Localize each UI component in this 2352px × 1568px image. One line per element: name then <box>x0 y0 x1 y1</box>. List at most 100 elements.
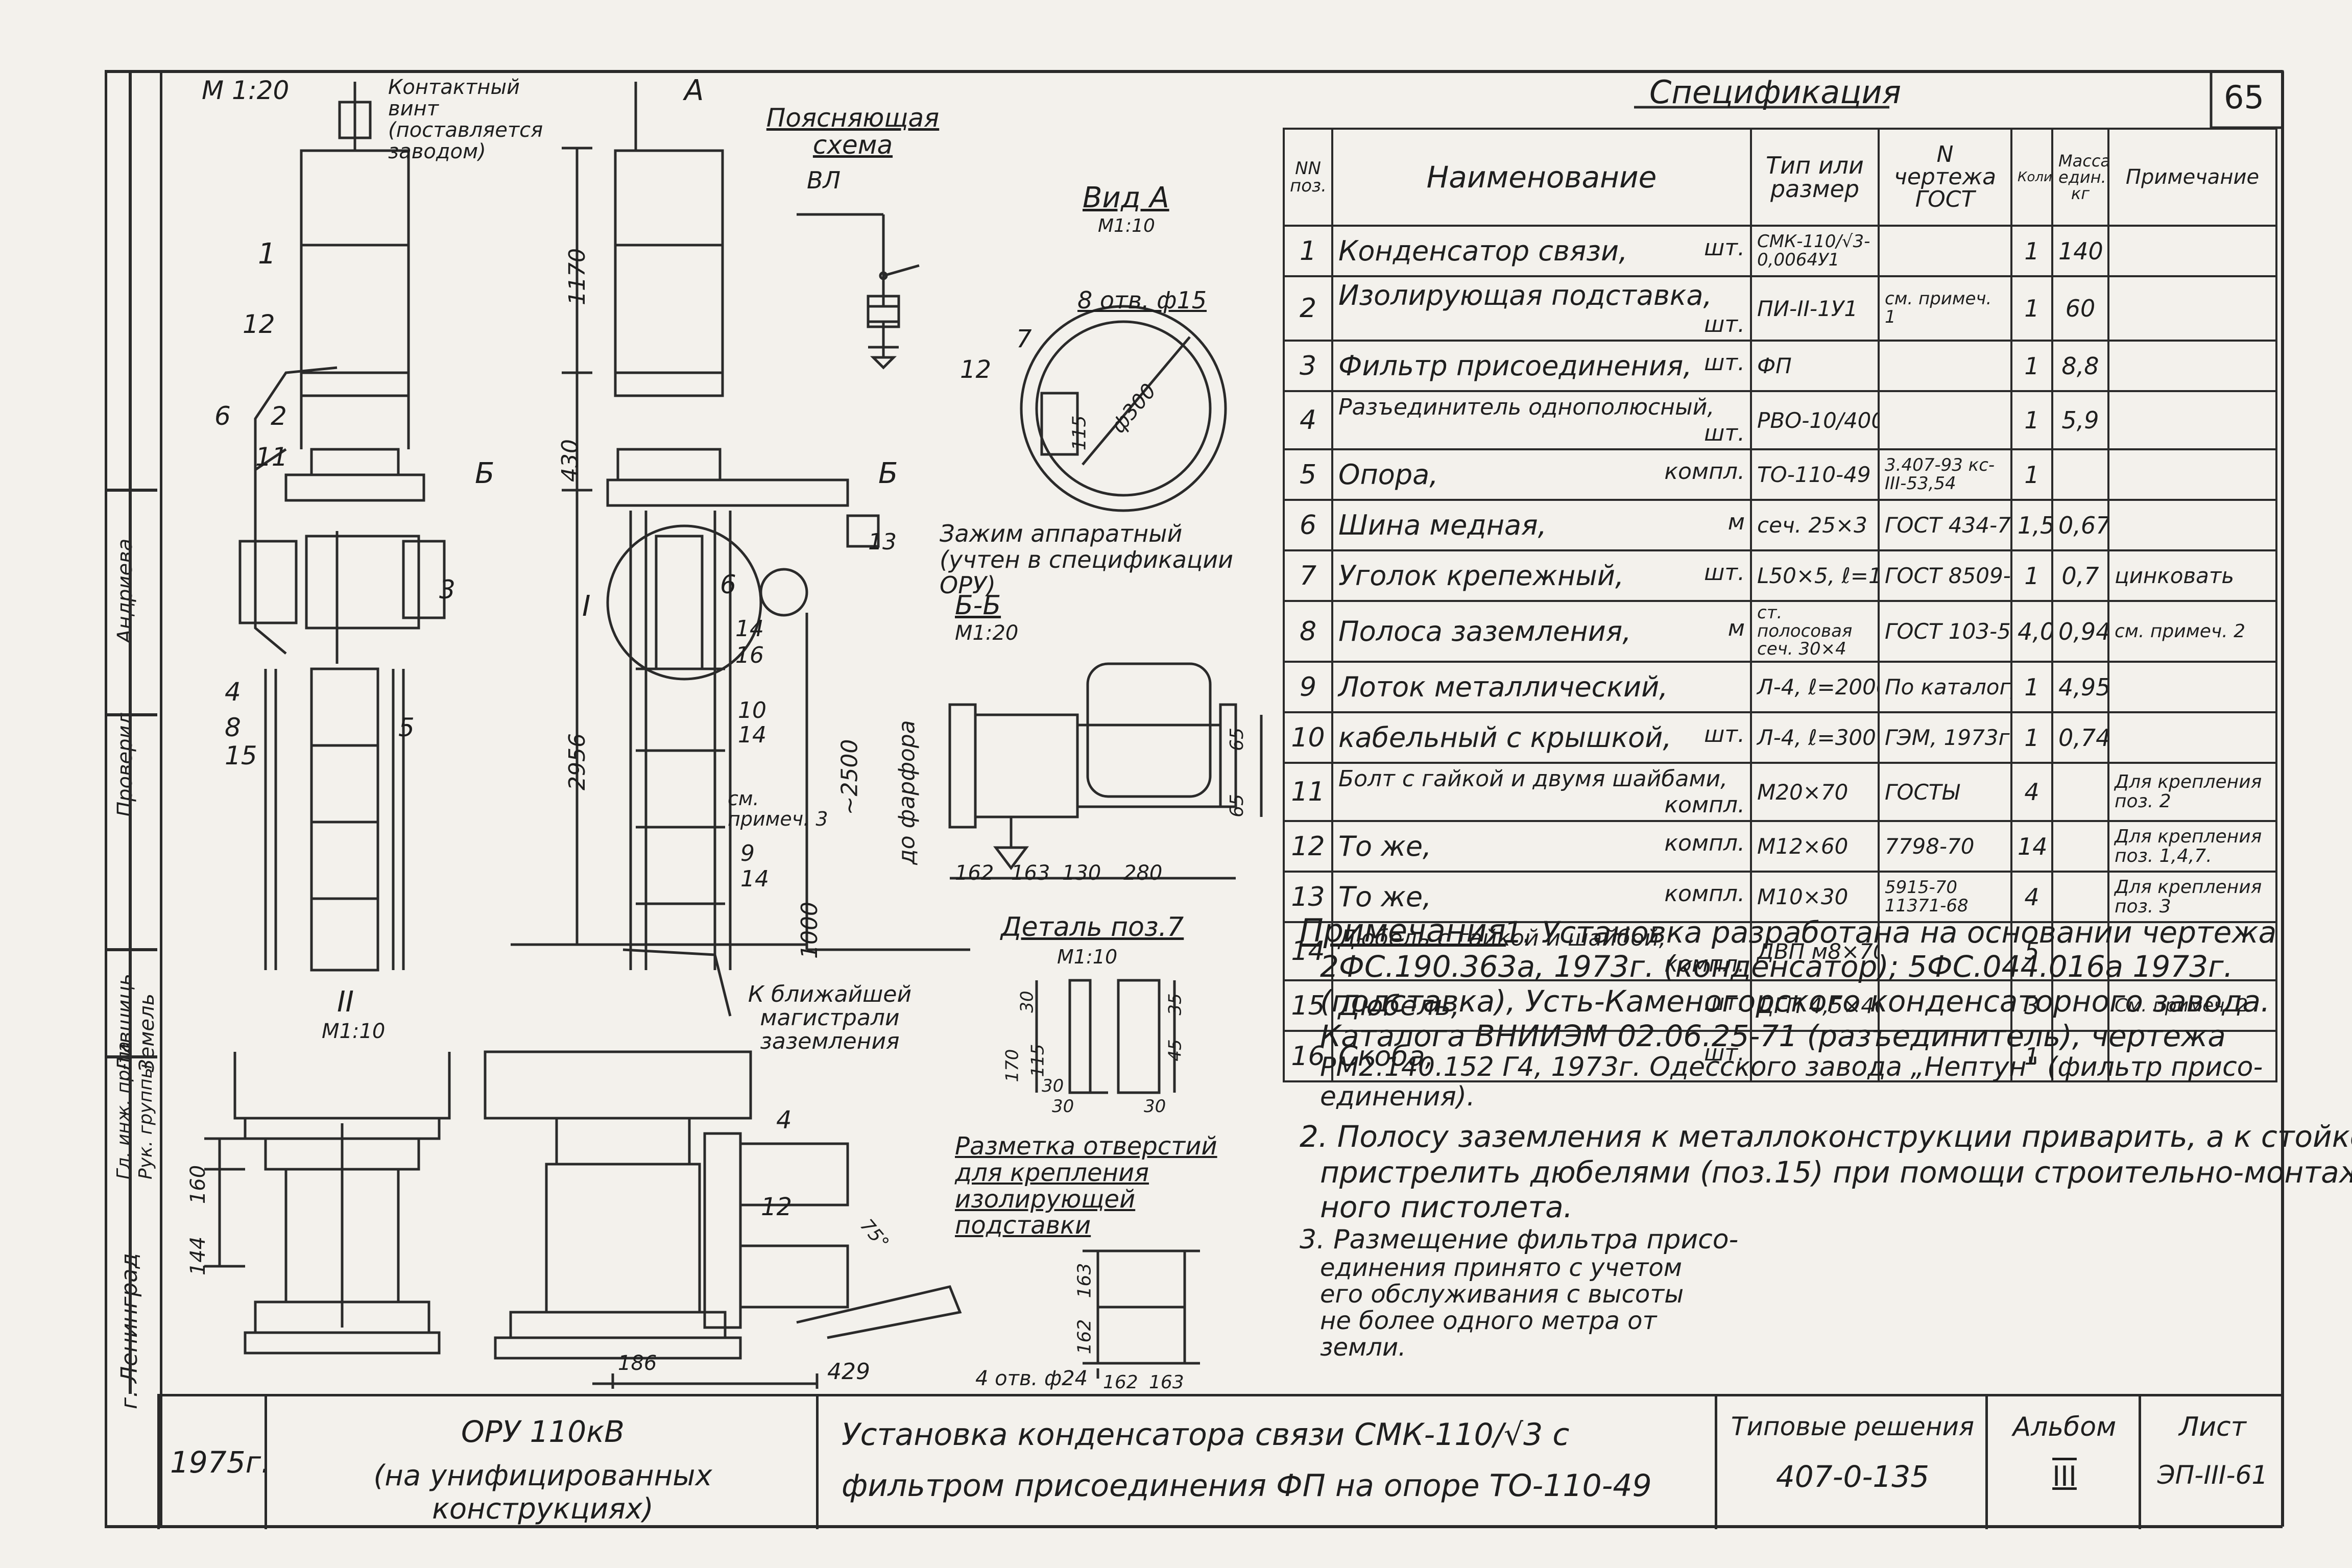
header-drawing: N чертежа ГОСТ <box>1878 128 2012 227</box>
note-line-3: (подставка), Усть-Каменогорского конденс… <box>1320 984 2270 1019</box>
spec-name: То же, <box>1338 881 1432 913</box>
spec-type: ДГП 4,5×40 <box>1750 979 1880 1032</box>
detail7-scale: М1:10 <box>1057 946 1118 968</box>
section-bb-title: Б-Б <box>955 590 1001 621</box>
sheet-number: 65 <box>2224 79 2264 116</box>
header-name: Наименование <box>1331 128 1752 227</box>
side-view-2 <box>511 82 970 1017</box>
spec-type: СМК-110/√3-0,0064У1 <box>1750 225 1880 277</box>
spec-mass: 140 <box>2051 225 2109 277</box>
detail7-dim-7: 45 <box>1165 1039 1186 1062</box>
spec-name-cell: Изолирующая подставка,шт. <box>1331 275 1752 342</box>
spec-qty: 1,5 <box>2010 499 2053 551</box>
tb-title-cell: Установка конденсатора связи СМК-110/√3 … <box>816 1396 1717 1529</box>
spec-qty: 1 <box>2010 340 2053 392</box>
spec-name: Болт с гайкой и двумя шайбами, <box>1338 766 1728 792</box>
spec-note: Для крепления поз. 1,4,7. <box>2107 820 2277 873</box>
spec-name-cell: Уголок крепежный,шт. <box>1331 549 1752 602</box>
callout-3: 3 <box>439 575 455 605</box>
explain-vl: ВЛ <box>807 166 841 194</box>
holes-mark-dim-5: 163 <box>1149 1372 1184 1393</box>
dim-430: 430 <box>557 439 583 482</box>
spec-qty: 1 <box>2010 390 2053 450</box>
callout-I: I <box>582 590 591 623</box>
spec-pos: 14 <box>1283 921 1333 982</box>
detail7-dim-1: 30 <box>1017 991 1038 1013</box>
spec-drawing: ГОСТ 434-71 <box>1878 499 2012 551</box>
tb-series-label: Типовые решения <box>1731 1412 1975 1441</box>
holes-mark-dim-2: 162 <box>1074 1319 1095 1355</box>
clamp-note: Зажим аппаратный (учтен в спецификации О… <box>940 520 1234 599</box>
spec-qty: 5 <box>2010 921 2053 982</box>
spec-name-cell: Болт с гайкой и двумя шайбами,компл. <box>1331 762 1752 823</box>
spec-name-cell: Полоса заземления,м <box>1331 599 1752 663</box>
callout-12b: 12 <box>960 355 992 384</box>
spec-name-cell: То же,компл. <box>1331 871 1752 924</box>
spec-pos: 7 <box>1283 549 1333 602</box>
spec-note <box>2107 225 2277 277</box>
spec-name: Конденсатор связи, <box>1338 235 1628 267</box>
view-ii-scale: М1:10 <box>322 1020 386 1043</box>
spec-note <box>2107 499 2277 551</box>
left-approval-strip: г. Ленинград Рук. группы Гл. инж. пр-та … <box>105 71 162 1527</box>
spec-note <box>2107 711 2277 764</box>
spec-qty: 1 <box>2010 1030 2053 1083</box>
main-scale: М 1:20 <box>202 76 290 105</box>
section-b-left: Б <box>475 457 495 490</box>
holes-mark-dim-3: 4 отв. ф24 <box>975 1367 1088 1390</box>
spec-drawing: ГОСТ 8509-72 <box>1878 549 2012 602</box>
spec-header-row: NN поз. Наименование Тип или размер N че… <box>1283 128 2277 227</box>
tb-object-sub: (на унифицированных конструкциях) <box>373 1459 712 1526</box>
note-line-10: 3. Размещение фильтра присо- <box>1300 1224 1739 1255</box>
spec-unit: шт. <box>1704 311 1745 337</box>
spec-note <box>2107 661 2277 714</box>
spec-name: кабельный с крышкой, <box>1338 721 1672 754</box>
spec-name: То же, <box>1338 830 1432 863</box>
detail7-dim-4: 30 <box>1042 1076 1064 1096</box>
view-a-arrow-label: А <box>684 74 704 107</box>
detail7-dim-6: 35 <box>1165 993 1186 1016</box>
holes-mark-title: Разметка отверстий для крепления изолиру… <box>955 1132 1217 1240</box>
callout-1: 1 <box>258 237 276 271</box>
spec-mass <box>2051 448 2109 501</box>
bb-dim-3: 130 <box>1062 861 1101 885</box>
spec-type: Л-4, ℓ=300 <box>1750 711 1880 764</box>
tb-object: ОРУ 110кВ <box>461 1414 625 1449</box>
view-ii-label: II <box>337 985 354 1019</box>
spec-drawing: 3.407-93 кс-III-53,54 <box>1878 448 2012 501</box>
detail7-dim-2: 170 <box>1002 1049 1023 1082</box>
spec-mass: 0,94 <box>2051 599 2109 663</box>
notes-title: Примечания <box>1300 912 1506 949</box>
spec-type: L50×5, ℓ=170 <box>1750 549 1880 602</box>
spec-qty: 1 <box>2010 711 2053 764</box>
bb-dim-5: 65 <box>1226 728 1247 751</box>
spec-unit: компл. <box>1664 792 1745 818</box>
spec-name-cell: Фильтр присоединения,шт. <box>1331 340 1752 392</box>
tb-object-cell: ОРУ 110кВ (на унифицированных конструкци… <box>265 1396 819 1529</box>
header-type: Тип или размер <box>1750 128 1880 227</box>
spec-mass <box>2051 979 2109 1032</box>
see-note3: см. примеч. 3 <box>728 787 828 830</box>
section-bb <box>948 662 1263 880</box>
spec-note <box>2107 1030 2277 1083</box>
dim-1170: 1170 <box>564 248 590 305</box>
spec-pos: 13 <box>1283 871 1333 924</box>
spec-drawing: 5915-70 11371-68 <box>1878 871 2012 924</box>
spec-name: Скоба, <box>1338 1040 1434 1073</box>
holes-marking-detail <box>1083 1249 1200 1379</box>
spec-qty: 4 <box>2010 871 2053 924</box>
holes-mark-dim-4: 162 <box>1103 1372 1138 1393</box>
explanatory-schematic <box>797 213 920 370</box>
callout-10: 10 <box>738 697 766 723</box>
spec-title: Спецификация <box>1649 74 1902 111</box>
header-note: Примечание <box>2107 128 2277 227</box>
view-a-title: Вид А <box>1083 181 1169 214</box>
tb-year: 1975г. <box>170 1445 271 1480</box>
header-qty: Колич. <box>2010 128 2053 227</box>
